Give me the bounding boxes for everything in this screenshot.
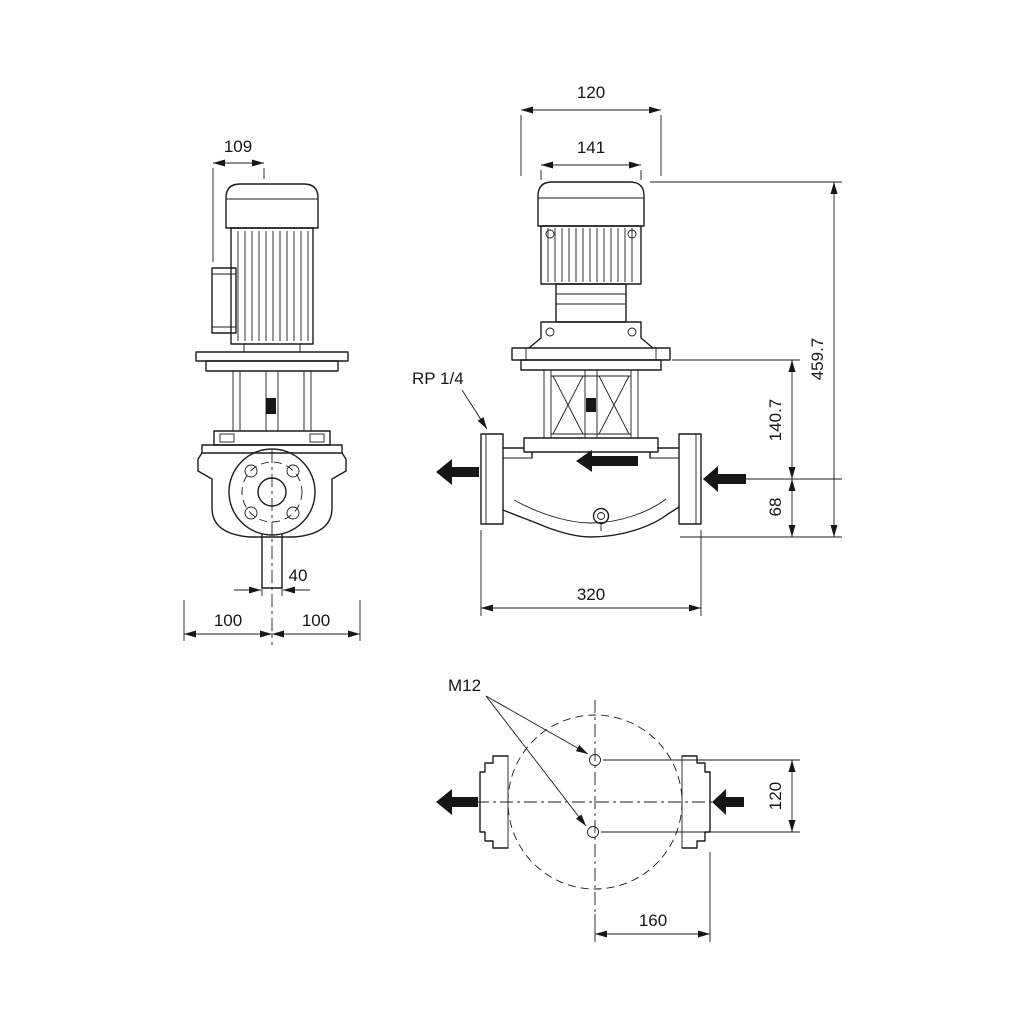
flow-arrow-inlet-plan: [712, 789, 744, 815]
coupling-window: [266, 398, 276, 414]
flange-bolt-hole: [244, 506, 258, 520]
dim-mid-height-label: 140.7: [766, 399, 785, 442]
lantern-front: [543, 370, 639, 438]
mounting-plate-front: [511, 347, 671, 371]
motor-bolt: [627, 327, 637, 337]
dim-141-label: 141: [577, 138, 605, 157]
dim-320-label: 320: [577, 585, 605, 604]
discharge-flange-plan: [681, 755, 711, 849]
plan-view: M12 120 160: [436, 676, 800, 942]
bolt-callout: M12: [448, 676, 589, 827]
motor-bolt: [545, 327, 555, 337]
nameplate: [555, 283, 627, 323]
dim-100-left-label: 100: [214, 611, 242, 630]
dimension-base-widths: 100 100: [183, 600, 361, 641]
bolt-label: M12: [448, 676, 481, 695]
dimension-port-width: 40: [234, 560, 310, 596]
dimension-fan-cover: 120: [520, 83, 662, 176]
flow-arrow-outlet-plan: [436, 789, 478, 815]
dim-total-height-label: 459.7: [808, 338, 827, 381]
flow-arrow-internal: [576, 450, 638, 472]
bolt-hole-m12: [589, 754, 601, 766]
dim-109-label: 109: [224, 137, 252, 156]
dim-120-plan-label: 120: [766, 782, 785, 810]
coupling-window: [586, 398, 596, 412]
front-view: 120 141: [412, 83, 842, 616]
dimension-centre-to-flange: 160: [594, 852, 711, 942]
dimension-motor-frame: 141: [540, 138, 642, 180]
bolt-hole-m12: [587, 826, 599, 838]
side-view: 109: [183, 137, 361, 645]
volute-front: [480, 433, 702, 538]
suction-flange-plan: [479, 755, 509, 849]
pump-head-flange-front: [523, 437, 659, 453]
dimension-port-to-port: 320: [480, 530, 702, 616]
drain-plug: [592, 507, 610, 525]
flange-bolt-hole: [286, 506, 300, 520]
discharge-flange: [678, 433, 702, 525]
motor-bolt: [545, 229, 555, 239]
dim-port-height-label: 68: [766, 498, 785, 517]
dim-40-label: 40: [289, 566, 308, 585]
dimension-hole-spacing: 120: [601, 759, 800, 833]
motor-front: [528, 181, 654, 349]
dim-100-right-label: 100: [302, 611, 330, 630]
dim-160-label: 160: [639, 911, 667, 930]
motor-flange-side: [195, 351, 349, 372]
bolt-circle: [241, 461, 303, 523]
flow-arrow-outlet: [436, 459, 479, 485]
height-dimensions: 459.7 140.7 68: [650, 181, 842, 538]
thread-label: RP 1/4: [412, 369, 464, 388]
terminal-box: [211, 267, 237, 334]
flange-bolt-hole: [244, 464, 258, 478]
suction-flange: [480, 433, 504, 525]
motor-side: [211, 183, 319, 352]
flange-bolt-hole: [286, 464, 300, 478]
pump-head-flange-side: [213, 430, 331, 446]
motor-bolt: [627, 229, 637, 239]
dim-120-label: 120: [577, 83, 605, 102]
lantern-side: [226, 371, 318, 432]
dimension-motor-width: 109: [212, 137, 265, 262]
pump-casing-side: [197, 444, 347, 645]
vent-plug-callout: RP 1/4: [412, 369, 488, 430]
